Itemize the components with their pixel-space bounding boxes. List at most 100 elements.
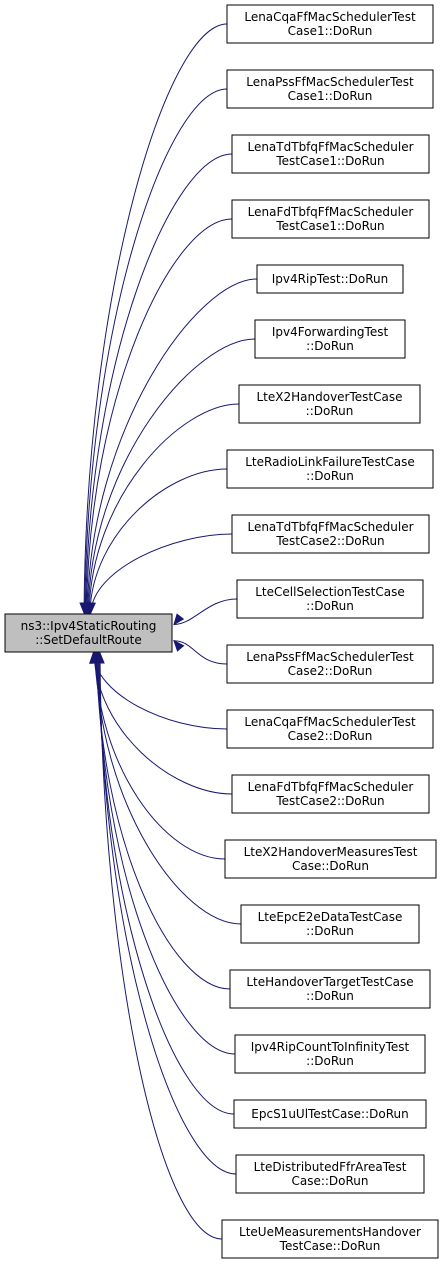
caller-node-10-label-2: ::DoRun [306,599,354,613]
caller-node-18-label-1: EpcS1uUlTestCase::DoRun [251,1107,408,1121]
caller-node-6-box [254,319,406,359]
call-edge-20 [95,651,223,1240]
caller-node-15[interactable]: LteEpcE2eDataTestCase::DoRun [240,904,420,944]
root-node-label-2: ::SetDefaultRoute [35,633,141,647]
caller-node-7-label-2: ::DoRun [306,404,354,418]
call-edge-line-5 [86,278,258,614]
caller-node-4-label-1: LenaFdTbfqFfMacScheduler [248,205,414,219]
caller-node-12-label-1: LenaCqaFfMacSchedulerTest [244,715,416,729]
caller-node-14-label-1: LteX2HandoverMeasuresTest [244,845,418,859]
call-edge-line-17 [96,652,236,1055]
caller-node-9-label-2: TestCase2::DoRun [275,534,384,548]
call-edge-17 [92,651,236,1055]
caller-node-19-box [235,1154,425,1194]
edges-layer [79,23,258,1240]
caller-node-19-label-2: Case::DoRun [291,1174,368,1188]
caller-node-17[interactable]: Ipv4RipCountToInfinityTest::DoRun [234,1034,426,1074]
call-edge-9 [86,533,233,615]
call-edge-19 [94,651,237,1175]
caller-node-13-label-1: LenaFdTbfqFfMacScheduler [248,780,414,794]
call-edge-3 [81,153,233,615]
caller-node-6[interactable]: Ipv4ForwardingTest::DoRun [254,319,406,359]
caller-node-12-label-2: Case2::DoRun [288,729,373,743]
call-edge-line-7 [88,403,240,614]
caller-node-8-label-2: ::DoRun [306,469,354,483]
call-edge-18 [93,651,235,1115]
caller-node-19-label-1: LteDistributedFfrAreaTest [254,1160,407,1174]
call-edge-11 [173,639,228,665]
root-node[interactable]: ns3::Ipv4StaticRouting::SetDefaultRoute [4,613,173,653]
call-edge-line-19 [98,652,237,1175]
call-edge-line-16 [96,652,231,990]
caller-node-15-label-2: ::DoRun [306,924,354,938]
caller-node-16-box [229,969,431,1009]
caller-node-3-label-2: TestCase1::DoRun [275,154,384,168]
caller-node-14-label-2: Case::DoRun [292,859,369,873]
caller-node-3-label-1: LenaTdTbfqFfMacScheduler [247,140,413,154]
caller-node-15-box [240,904,420,944]
caller-node-8-label-1: LteRadioLinkFailureTestCase [245,455,415,469]
caller-node-8[interactable]: LteRadioLinkFailureTestCase::DoRun [226,449,434,489]
caller-node-11-label-2: Case2::DoRun [288,664,373,678]
caller-node-18-box [233,1099,427,1129]
call-edge-line-3 [85,153,233,614]
caller-node-17-box [234,1034,426,1074]
caller-node-5-box [256,264,404,294]
caller-node-2-label-2: Case1::DoRun [288,89,373,103]
caller-node-12-box [226,709,434,749]
caller-node-10-label-1: LteCellSelectionTestCase [255,585,405,599]
caller-node-9-box [231,514,430,554]
caller-node-16-label-2: ::DoRun [306,989,354,1003]
call-edge-line-1 [83,23,228,614]
call-edge-10 [173,598,238,626]
call-edge-line-9 [90,533,233,614]
caller-node-14-box [224,839,437,879]
call-edge-line-10 [173,598,238,625]
caller-node-16[interactable]: LteHandoverTargetTestCase::DoRun [229,969,431,1009]
caller-node-17-label-1: Ipv4RipCountToInfinityTest [251,1040,410,1054]
call-edge-12 [89,651,228,730]
caller-node-5[interactable]: Ipv4RipTest::DoRun [256,264,404,294]
call-edge-line-18 [97,652,235,1115]
call-edge-line-20 [99,652,223,1240]
call-edge-arrowhead-9 [86,602,96,615]
caller-node-11-box [226,644,434,684]
caller-node-11-label-1: LenaPssFfMacSchedulerTest [246,650,414,664]
caller-node-6-label-2: ::DoRun [306,339,354,353]
caller-node-20-label-1: LteUeMeasurementsHandover [239,1225,421,1239]
call-edge-line-4 [86,218,233,614]
caller-node-2-label-1: LenaPssFfMacSchedulerTest [246,75,414,89]
caller-node-4-label-2: TestCase1::DoRun [275,219,384,233]
call-edge-line-2 [84,88,228,614]
caller-node-18[interactable]: EpcS1uUlTestCase::DoRun [233,1099,427,1129]
caller-node-10-box [236,579,424,619]
call-edge-line-11 [173,640,228,665]
caller-node-7[interactable]: LteX2HandoverTestCase::DoRun [238,384,421,424]
caller-node-2-box [226,69,434,109]
caller-node-7-box [238,384,421,424]
call-edge-7 [84,403,240,615]
call-edge-line-6 [87,338,256,614]
caller-node-8-box [226,449,434,489]
caller-node-7-label-1: LteX2HandoverTestCase [257,390,403,404]
caller-node-20-box [221,1219,439,1259]
caller-node-10[interactable]: LteCellSelectionTestCase::DoRun [236,579,424,619]
call-edge-arrowhead-10 [173,613,185,626]
call-edge-8 [85,468,228,615]
call-edge-line-8 [89,468,228,614]
caller-node-15-label-1: LteEpcE2eDataTestCase [258,910,403,924]
call-edge-1 [79,23,228,615]
call-edge-13 [89,651,233,795]
